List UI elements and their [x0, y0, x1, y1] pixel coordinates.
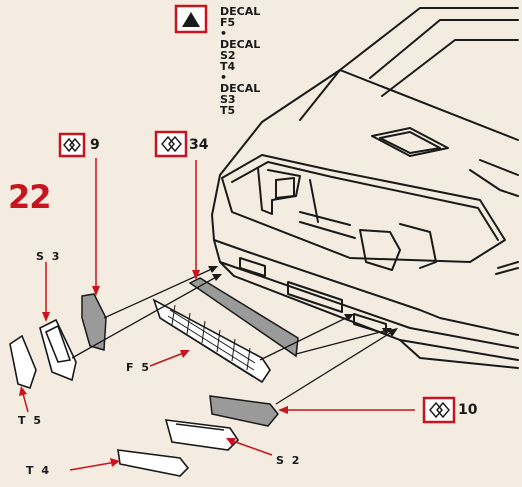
leader-arrows	[21, 158, 415, 471]
part-s3	[39, 318, 77, 382]
grille-part-f5	[152, 298, 271, 384]
part-label-t4: T 4	[26, 464, 51, 477]
arrow-heads-black	[208, 266, 398, 337]
part-s2	[164, 419, 240, 451]
decal-legend-line: DECAL	[220, 5, 261, 18]
decal-9	[81, 293, 107, 351]
part-label-s3: S 3	[36, 250, 62, 263]
arrow-heads	[19, 270, 288, 467]
decal-strip-34	[188, 277, 299, 358]
callout-9-number: 9	[90, 137, 100, 153]
part-label-s2: S 2	[276, 454, 302, 467]
part-t4	[117, 449, 190, 477]
decal-legend-line: S2	[220, 49, 236, 62]
decal-legend-line: F5	[220, 16, 236, 29]
decal-legend-line: T5	[220, 104, 236, 117]
callout-34-number: 34	[189, 137, 209, 153]
part-t5	[9, 334, 37, 390]
decal-legend-line: DECAL	[220, 82, 261, 95]
double-diamond-icon	[58, 132, 86, 158]
decal-legend-line: •	[220, 27, 228, 40]
part-label-t5: T 5	[18, 414, 43, 427]
decal-legend-line: •	[220, 71, 228, 84]
step-number: 22	[8, 178, 52, 216]
callout-10-number: 10	[458, 402, 478, 418]
part-label-f5: F 5	[126, 361, 151, 374]
car-front	[211, 7, 519, 369]
double-diamond-icon	[422, 396, 456, 424]
decal-10	[209, 395, 279, 427]
double-diamond-icon	[154, 130, 188, 158]
decal-legend-line: DECAL	[220, 38, 261, 51]
decal-legend-line: T4	[220, 60, 236, 73]
decal-legend-line: S3	[220, 93, 236, 106]
triangle-icon	[174, 4, 208, 34]
